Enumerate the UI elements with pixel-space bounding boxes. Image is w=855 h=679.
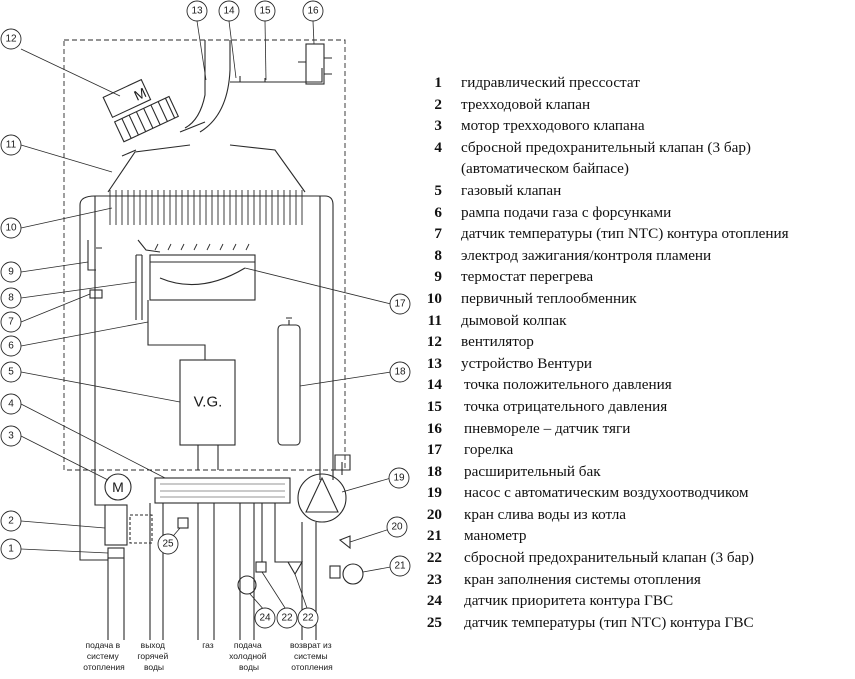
callout-numbers: 1 2 3 4 5 6 7 8 9 10 11 12 13 14 15 16 1… xyxy=(5,6,406,624)
callout-leaders xyxy=(20,20,397,612)
three-way-valve xyxy=(104,504,128,546)
callout-16: 16 xyxy=(307,6,319,17)
callout-25: 25 xyxy=(162,539,174,550)
ntc-heating-sensor xyxy=(89,289,103,299)
gas-ramp xyxy=(147,300,206,360)
valve-motor-label: M xyxy=(112,479,124,495)
ntc-dhw-sensor xyxy=(177,517,189,529)
callout-7: 7 xyxy=(8,317,14,328)
callout-20: 20 xyxy=(391,522,403,533)
callout-9: 9 xyxy=(8,267,14,278)
callout-18: 18 xyxy=(394,367,406,378)
label-hot-water-out: выход горячей воды xyxy=(137,640,170,672)
drain-valve xyxy=(338,535,351,550)
pressure-switch xyxy=(305,43,325,85)
callout-1: 1 xyxy=(8,544,14,555)
callout-2: 2 xyxy=(8,516,14,527)
callout-17: 17 xyxy=(394,299,406,310)
fan-motor-label: M xyxy=(131,84,148,103)
callout-circles xyxy=(0,0,411,629)
callout-22b: 22 xyxy=(281,613,293,624)
manometer xyxy=(342,563,364,585)
callout-19: 19 xyxy=(393,473,405,484)
label-heating-supply: подача в систему отопления xyxy=(83,640,125,672)
gas-valve xyxy=(179,359,236,446)
label-heating-return: возврат из системы отопления xyxy=(290,640,334,672)
callout-11: 11 xyxy=(6,140,17,151)
fan xyxy=(102,78,180,143)
venturi-pipe xyxy=(184,40,231,133)
gas-valve-label: V.G. xyxy=(194,394,223,411)
callout-5: 5 xyxy=(8,367,14,378)
flue-hood xyxy=(107,144,306,193)
primary-heat-exchanger xyxy=(79,195,334,470)
overheat-thermostat xyxy=(87,240,102,271)
hydraulic-pressure-switch xyxy=(107,547,125,559)
callout-3: 3 xyxy=(8,431,14,442)
callout-15: 15 xyxy=(259,6,271,17)
ignition-electrode xyxy=(135,254,143,320)
dashed-enclosure xyxy=(63,39,346,471)
dhw-priority-sensor xyxy=(237,575,257,595)
bottom-labels: подача в систему отопления выход горячей… xyxy=(83,640,334,672)
callout-22: 22 xyxy=(302,613,314,624)
callout-21: 21 xyxy=(394,561,406,572)
plate-heat-exchanger xyxy=(154,477,291,504)
callout-4: 4 xyxy=(8,399,14,410)
pump xyxy=(297,473,347,523)
label-gas: газ xyxy=(202,640,214,650)
burner xyxy=(149,254,256,301)
callout-6: 6 xyxy=(8,341,14,352)
valve-motor xyxy=(104,473,132,501)
callout-13: 13 xyxy=(191,6,203,17)
relief-valve xyxy=(287,561,303,576)
callout-8: 8 xyxy=(8,293,14,304)
callout-24: 24 xyxy=(259,613,271,624)
callout-14: 14 xyxy=(223,6,235,17)
fill-valve xyxy=(255,561,267,573)
callout-12: 12 xyxy=(5,34,17,45)
label-cold-water-in: подача холодной воды xyxy=(229,640,269,672)
expansion-tank xyxy=(277,324,301,446)
callout-10: 10 xyxy=(5,223,17,234)
